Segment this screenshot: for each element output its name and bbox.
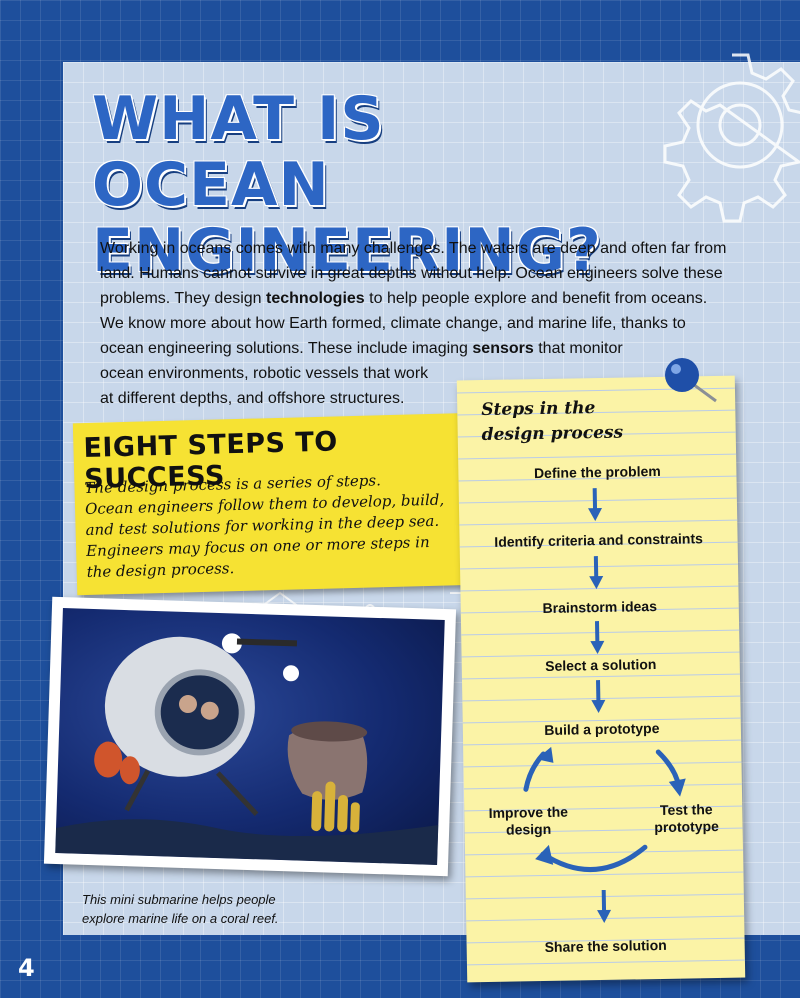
cycle-arrow-icon xyxy=(523,746,686,873)
intro-line: ocean engineering solutions. These inclu… xyxy=(100,336,730,361)
step-improve-line: Improve the xyxy=(488,803,569,821)
intro-text: ocean engineering solutions. These inclu… xyxy=(100,340,473,357)
arrow-down-icon xyxy=(591,680,606,714)
submarine-photo xyxy=(55,608,445,865)
intro-paragraph: Working in oceans comes with many challe… xyxy=(100,236,730,411)
arrow-down-icon xyxy=(597,889,612,923)
intro-line: We know more about how Earth formed, cli… xyxy=(100,315,686,332)
push-pin-icon xyxy=(665,358,717,403)
intro-text: problems. They design xyxy=(100,290,267,307)
step-improve-line: design xyxy=(505,820,552,838)
eight-steps-body: The design process is a series of steps.… xyxy=(84,468,477,583)
page-title-line-2: ENGINEERING? xyxy=(92,216,602,286)
step-test-prototype: Test the prototype xyxy=(636,801,737,837)
step-test-line: prototype xyxy=(654,817,720,836)
intro-line: problems. They design technologies to he… xyxy=(100,286,730,311)
page-number: 4 xyxy=(18,954,35,982)
term-sensors: sensors xyxy=(472,340,534,357)
page-title-line-1: WHAT IS OCEAN xyxy=(92,84,385,220)
gear-icon xyxy=(663,53,800,223)
intro-line: land. Humans cannot survive in great dep… xyxy=(100,265,723,282)
design-process-pad: Steps in the design process Define the p… xyxy=(456,375,746,983)
intro-text: to help people explore and benefit from … xyxy=(364,290,708,307)
arrow-down-icon xyxy=(590,621,605,655)
submarine-illustration xyxy=(55,633,439,865)
intro-text: that monitor xyxy=(533,340,623,357)
eight-steps-note: EIGHT STEPS TO SUCCESS The design proces… xyxy=(72,412,482,596)
intro-line: at different depths, and offshore struct… xyxy=(100,390,405,407)
submarine-photo-frame xyxy=(43,596,457,877)
intro-line: Working in oceans comes with many challe… xyxy=(100,240,727,257)
arrow-down-icon xyxy=(589,556,604,590)
page-title: WHAT IS OCEAN ENGINEERING? xyxy=(92,86,632,284)
caption-line: explore marine life on a coral reef. xyxy=(82,911,279,926)
arrow-down-icon xyxy=(588,488,603,522)
photo-caption: This mini submarine helps people explore… xyxy=(82,890,342,928)
step-improve-design: Improve the design xyxy=(478,803,579,839)
caption-line: This mini submarine helps people xyxy=(82,892,276,907)
term-technologies: technologies xyxy=(266,290,365,307)
intro-line: ocean environments, robotic vessels that… xyxy=(100,365,429,382)
step-test-line: Test the xyxy=(659,801,713,818)
